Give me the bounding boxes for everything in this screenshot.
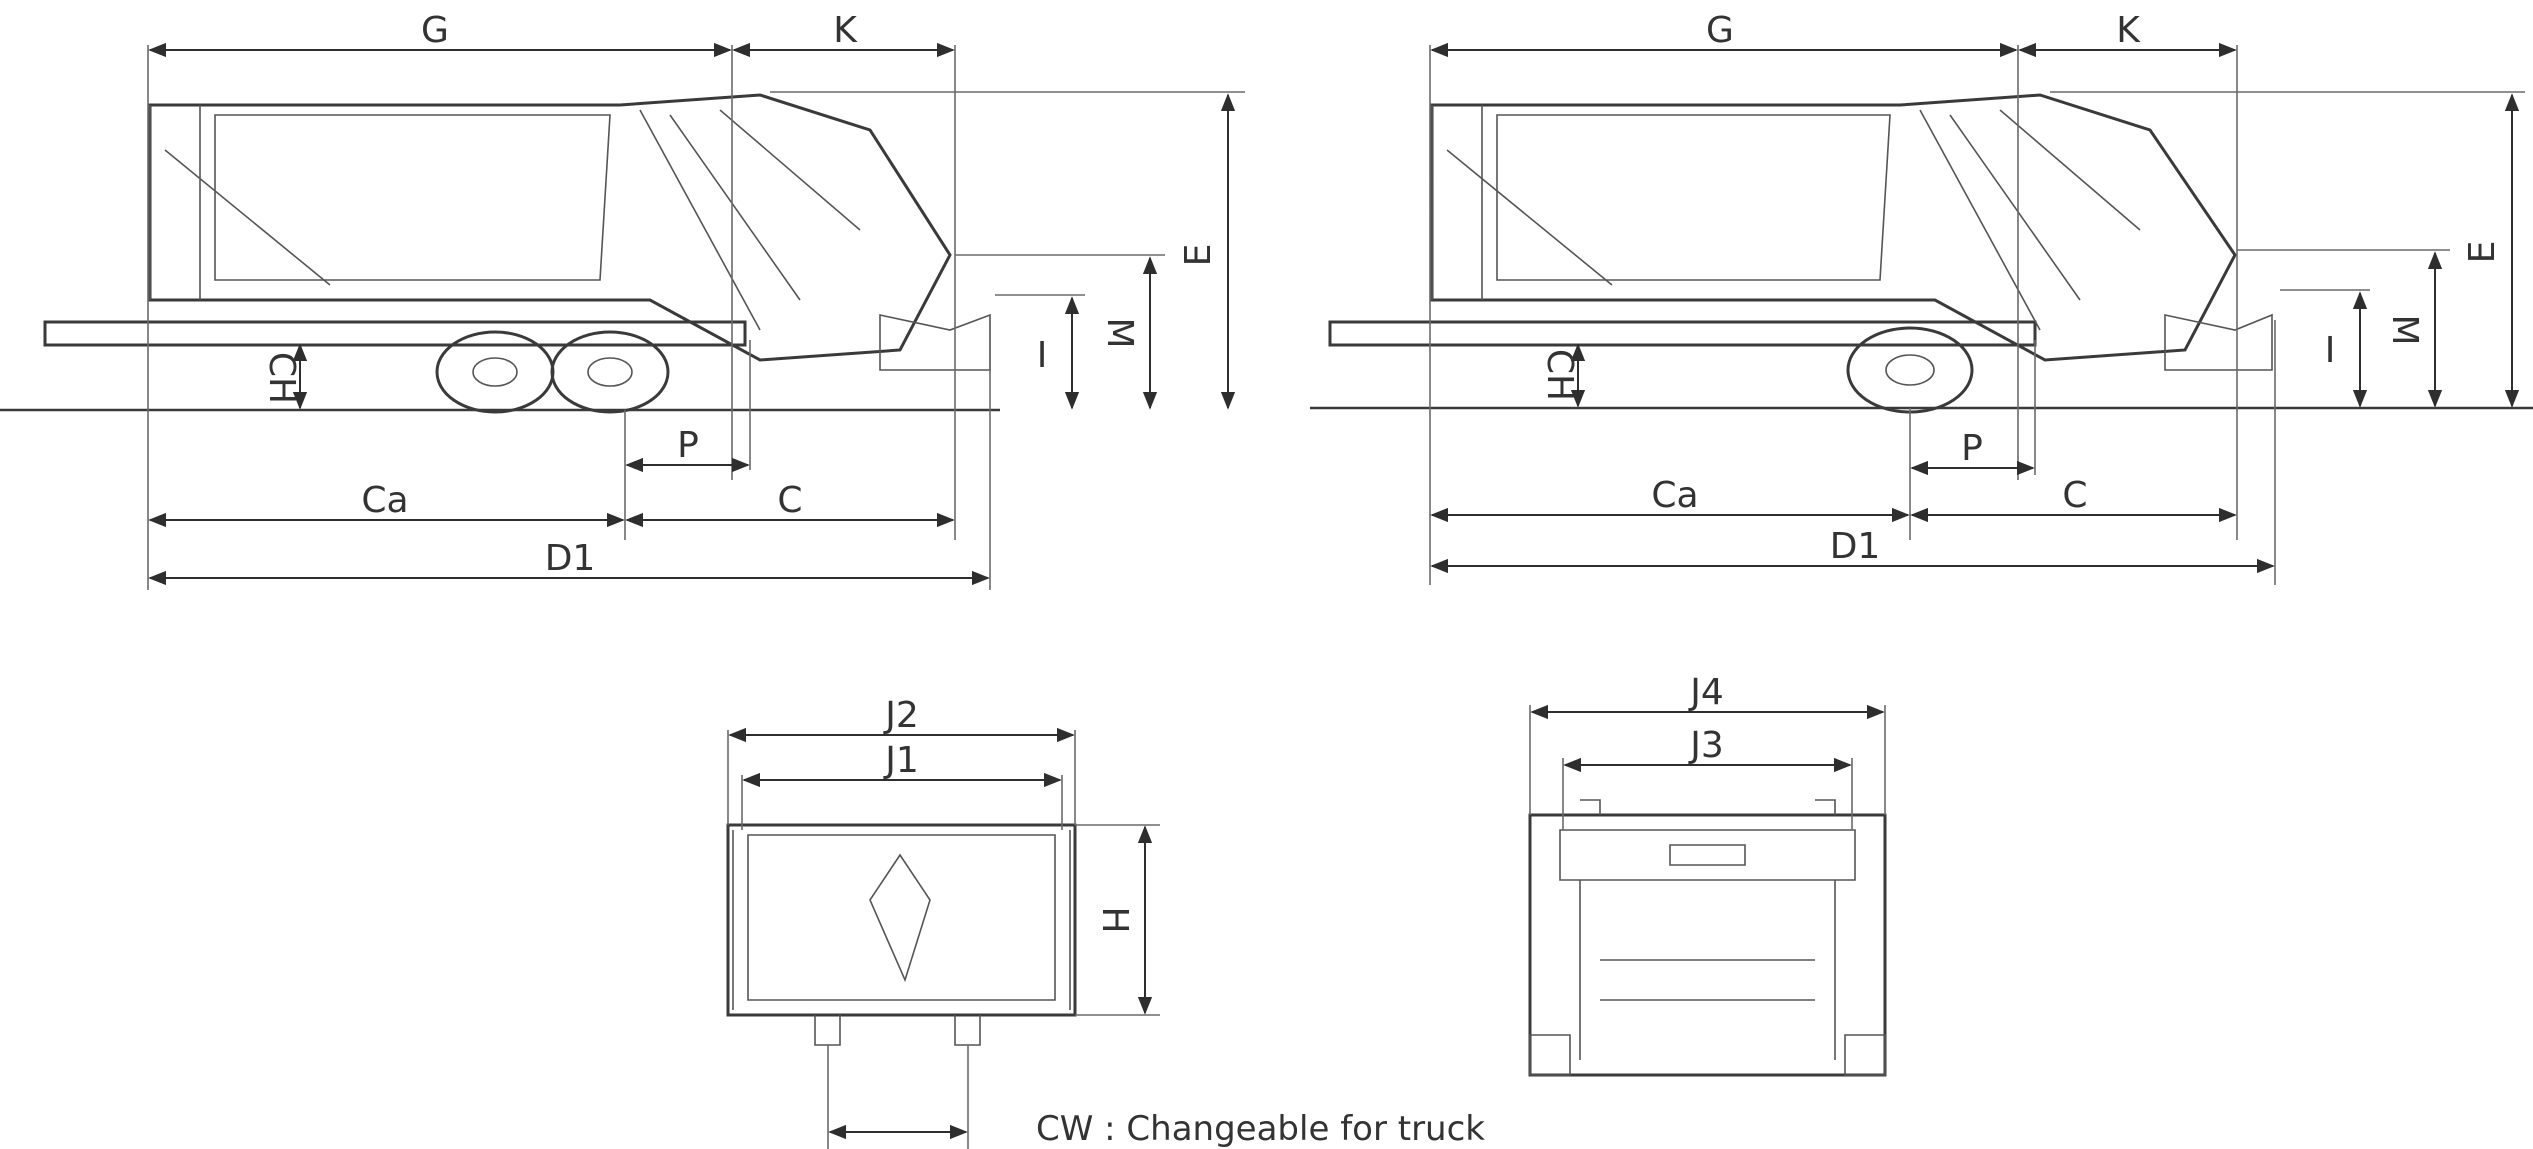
caption-cw: CW : Changeable for truck (1036, 1109, 1485, 1149)
chassis-frame (1328, 320, 2037, 347)
dim-label-j2: J2 (883, 695, 919, 736)
dim-label-p: P (677, 425, 699, 466)
dim-label-e: E (2462, 241, 2503, 264)
side-view-single-axle: G K E M I CH P Ca C D1 (1310, 10, 2533, 585)
tailgate-frame (639, 109, 861, 331)
rear-body (1528, 813, 1887, 1077)
dim-label-d1: D1 (1830, 526, 1881, 567)
dim-label-j1: J1 (883, 740, 919, 781)
dim-label-ca: Ca (361, 480, 408, 521)
dim-label-i: I (1037, 335, 1048, 376)
rear-step (2164, 313, 2273, 371)
dim-label-ca: Ca (1651, 475, 1698, 516)
rear-panel-box (1669, 844, 1746, 866)
dim-label-j3: J3 (1688, 725, 1724, 766)
rear-wheels (1529, 1034, 1886, 1076)
dim-label-g: G (421, 10, 449, 51)
front-mounts (814, 1015, 981, 1046)
dim-label-g: G (1706, 10, 1734, 51)
dim-label-m: M (2384, 314, 2425, 345)
front-view: J2 J1 H (726, 695, 1160, 1149)
dim-label-p: P (1961, 428, 1983, 469)
dim-label-m: M (1099, 317, 1140, 348)
body-panel (1496, 114, 1891, 281)
front-body (726, 823, 1077, 1017)
dim-label-ch: CH (1539, 349, 1580, 401)
dim-label-i: I (2325, 330, 2336, 371)
front-frame (149, 105, 331, 300)
dim-label-c: C (2062, 475, 2087, 516)
dim-label-k: K (2116, 10, 2141, 51)
front-emblem (869, 853, 931, 983)
dim-label-j4: J4 (1688, 672, 1724, 713)
compactor-body (148, 93, 952, 362)
dim-label-k: K (833, 10, 858, 51)
dim-label-e: E (1178, 244, 1219, 267)
dim-label-d1: D1 (545, 538, 596, 579)
chassis-frame (43, 320, 747, 347)
compactor-body (1430, 93, 2237, 362)
rear-wheel-2 (550, 330, 670, 414)
front-frame (1431, 105, 1613, 300)
rear-step (879, 313, 991, 371)
dim-label-c: C (777, 480, 802, 521)
dim-label-ch: CH (261, 352, 302, 404)
rear-wheel (1846, 326, 1974, 414)
side-view-tandem-axle: G K E M I CH P Ca C D1 (0, 10, 1245, 590)
tailgate-frame (1919, 109, 2141, 331)
dim-label-h: H (1094, 906, 1135, 933)
rear-view: J4 J3 (1528, 672, 1887, 1077)
body-panel (214, 114, 611, 281)
